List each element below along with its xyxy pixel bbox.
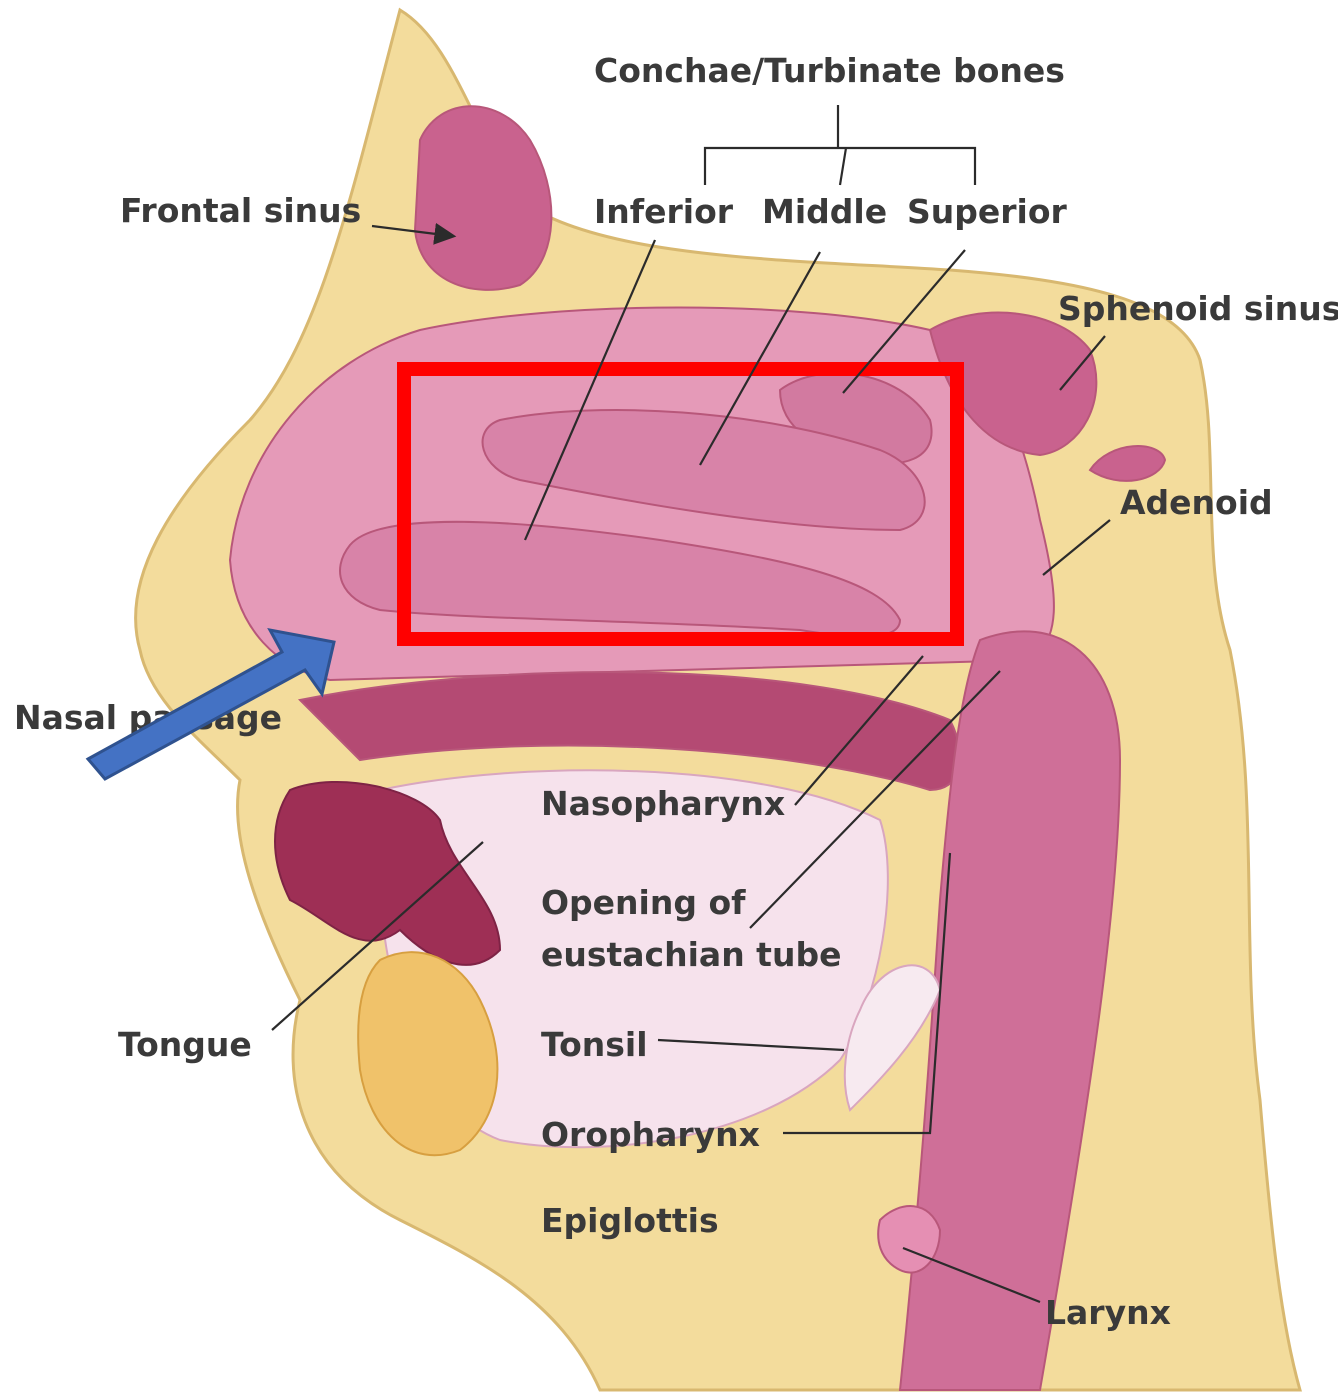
- label-epiglottis: Epiglottis: [541, 1201, 719, 1240]
- label-frontal-sinus: Frontal sinus: [120, 191, 361, 230]
- label-superior: Superior: [907, 192, 1068, 231]
- label-nasopharynx: Nasopharynx: [541, 784, 785, 823]
- label-oropharynx: Oropharynx: [541, 1115, 760, 1154]
- label-sphenoid-sinus: Sphenoid sinus: [1058, 289, 1338, 328]
- label-tongue: Tongue: [118, 1025, 252, 1064]
- frontal-sinus: [415, 106, 551, 290]
- label-middle: Middle: [762, 192, 887, 231]
- label-tonsil: Tonsil: [541, 1025, 648, 1064]
- label-larynx: Larynx: [1045, 1293, 1171, 1332]
- label-inferior: Inferior: [594, 192, 734, 231]
- label-opening-line1: Opening of: [541, 883, 746, 922]
- label-conchae: Conchae/Turbinate bones: [594, 51, 1065, 90]
- label-adenoid: Adenoid: [1120, 483, 1273, 522]
- label-opening-line2: eustachian tube: [541, 935, 841, 974]
